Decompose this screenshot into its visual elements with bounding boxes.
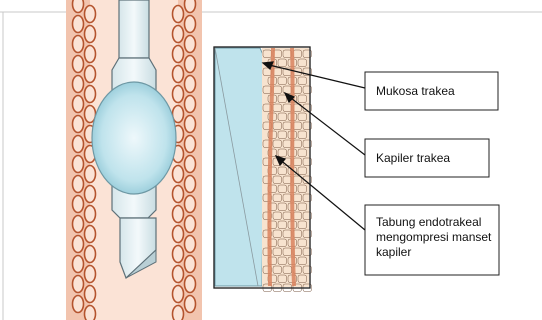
cartilage-ring <box>73 16 84 33</box>
cartilage-ring <box>73 96 84 113</box>
cartilage-ring <box>173 266 184 283</box>
cartilage-ring <box>173 246 184 263</box>
cartilage-ring <box>173 306 184 320</box>
cartilage-ring <box>73 296 84 313</box>
cartilage-ring <box>185 56 196 73</box>
cartilage-ring <box>85 6 96 23</box>
cartilage-ring <box>73 56 84 73</box>
inset-capillary-2 <box>292 48 294 286</box>
cartilage-ring <box>185 76 196 93</box>
cartilage-ring <box>173 66 184 83</box>
cartilage-ring <box>185 216 196 233</box>
cartilage-ring <box>73 156 84 173</box>
cartilage-ring <box>173 86 184 103</box>
cartilage-ring <box>85 306 96 320</box>
cartilage-ring <box>185 136 196 153</box>
cartilage-ring <box>173 286 184 303</box>
cartilage-ring <box>185 256 196 273</box>
cartilage-ring <box>73 116 84 133</box>
cartilage-ring <box>85 286 96 303</box>
cartilage-ring <box>85 86 96 103</box>
cartilage-ring <box>173 186 184 203</box>
cartilage-ring <box>73 0 84 13</box>
cartilage-ring <box>85 66 96 83</box>
cartilage-ring <box>73 216 84 233</box>
magnified-inset <box>214 47 312 292</box>
cartilage-ring <box>85 166 96 183</box>
label-capillary: Kapiler trakea <box>376 151 450 166</box>
cartilage-ring <box>185 116 196 133</box>
cartilage-ring <box>185 276 196 293</box>
cartilage-ring <box>185 96 196 113</box>
cartilage-ring <box>85 26 96 43</box>
cartilage-ring <box>173 166 184 183</box>
cartilage-ring <box>185 16 196 33</box>
tube-shaft-upper <box>119 0 149 58</box>
cartilage-ring <box>85 226 96 243</box>
cartilage-ring <box>173 206 184 223</box>
cartilage-ring <box>85 206 96 223</box>
cartilage-ring <box>185 296 196 313</box>
cartilage-ring <box>73 276 84 293</box>
cartilage-ring <box>173 6 184 23</box>
cartilage-ring <box>173 226 184 243</box>
cartilage-ring <box>73 176 84 193</box>
cartilage-ring <box>185 236 196 253</box>
cartilage-ring <box>73 256 84 273</box>
cartilage-ring <box>185 36 196 53</box>
cartilage-ring <box>73 236 84 253</box>
cartilage-ring <box>73 196 84 213</box>
cartilage-ring <box>185 196 196 213</box>
cartilage-ring <box>85 246 96 263</box>
inflated-cuff <box>92 82 176 194</box>
cartilage-ring <box>85 46 96 63</box>
cartilage-ring <box>73 136 84 153</box>
cartilage-ring <box>85 266 96 283</box>
cartilage-ring <box>173 26 184 43</box>
cartilage-ring <box>73 36 84 53</box>
cartilage-ring <box>73 76 84 93</box>
cartilage-ring <box>185 156 196 173</box>
cartilage-ring <box>185 176 196 193</box>
label-mucosa: Mukosa trakea <box>376 84 455 99</box>
cartilage-ring <box>85 186 96 203</box>
cartilage-ring <box>185 0 196 13</box>
cartilage-ring <box>173 46 184 63</box>
label-tube: Tabung endotrakeal mengompresi manset ka… <box>376 215 491 260</box>
